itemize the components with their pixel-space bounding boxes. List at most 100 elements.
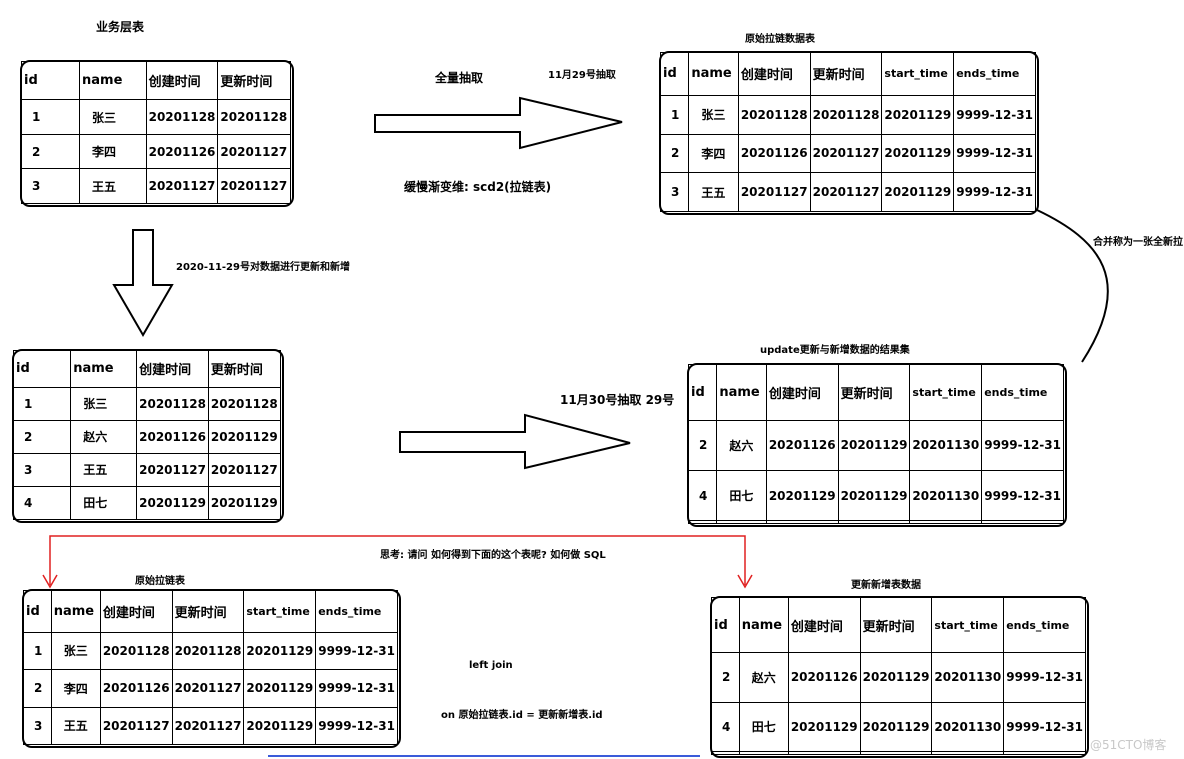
header-cell: 更新时间 [837,364,911,421]
table-cell: 20201126 [99,669,173,708]
table-cell: 20201129 [765,469,839,522]
table-cell [837,520,911,524]
table-cell [765,520,839,524]
header-cell: name [70,350,138,388]
table-cell: 20201130 [931,652,1005,703]
table-cell: 20201127 [171,706,245,746]
table-cell: 20201128 [809,94,883,135]
header-cell: 更新时间 [171,590,245,633]
table-cell: 20201127 [217,133,291,170]
title-business-table: 业务层表 [96,20,145,34]
table-cell: 王五 [688,172,739,212]
red-arrowhead-left [42,574,58,589]
note-update-1129: 2020-11-29号对数据进行更新和新增 [176,262,350,273]
header-cell: start_time [881,52,955,96]
header-cell: 更新时间 [207,350,282,388]
table-cell: 20201130 [931,701,1005,753]
table-cell [711,751,740,755]
table-cell: 20201129 [243,669,317,708]
table-cell: 张三 [50,631,101,671]
table-cell: 20201129 [207,485,282,521]
table-cell: 20201129 [837,419,911,471]
header-cell: id [20,60,81,101]
header-cell: id [687,364,718,421]
table-cell: 赵六 [738,652,789,703]
header-cell: 创建时间 [765,364,839,421]
title-original-zipper-2: 原始拉链表 [135,576,185,587]
table-cell: 9999-12-31 [953,94,1036,135]
table-cell: 20201127 [809,172,883,212]
note-join-on: on 原始拉链表.id = 更新新增表.id [441,710,603,721]
arrow-update-down [112,229,174,337]
arrow-extract-1130 [399,413,631,470]
table-cell [859,751,933,755]
header-cell: name [79,60,147,101]
header-cell: ends_time [981,364,1064,421]
table-cell [909,520,983,524]
table-cell: 2 [23,669,52,708]
table-cell: 20201126 [145,133,219,170]
table-cell: 4 [711,701,740,753]
table-cell: 20201126 [765,419,839,471]
table-cell: 1 [20,99,81,135]
table-cell: 田七 [70,485,138,521]
table-cell: 4 [12,485,72,521]
table-cell: 20201128 [99,631,173,671]
red-arrowhead-right [737,574,753,589]
table-cell: 赵六 [70,419,138,454]
header-cell: ends_time [953,52,1036,96]
table-cell: 20201129 [881,172,955,212]
table-cell: 张三 [688,94,739,135]
table-cell: 9999-12-31 [981,469,1064,522]
table-cell [1003,751,1086,755]
title-update-insert: 更新新增表数据 [851,580,921,591]
table-cell: 9999-12-31 [953,172,1036,212]
header-cell: 创建时间 [145,60,219,101]
table-cell: 20201127 [809,133,883,174]
header-cell: 更新时间 [859,596,933,654]
table-cell: 9999-12-31 [953,133,1036,174]
table-cell [931,751,1005,755]
table-cell: 20201129 [787,701,861,753]
title-original-zipper: 原始拉链数据表 [745,34,815,45]
header-cell: 创建时间 [737,52,811,96]
header-cell: start_time [931,596,1005,654]
table-cell: 2 [20,133,81,170]
table-cell: 20201128 [217,99,291,135]
table-cell: 9999-12-31 [315,631,398,671]
table-cell: 20201126 [136,419,209,454]
table-cell: 3 [23,706,52,746]
table-cell: 3 [12,452,72,487]
table-cell: 李四 [50,669,101,708]
table-cell: 20201128 [737,94,811,135]
table-cell: 20201127 [145,168,219,204]
table-cell: 20201126 [737,133,811,174]
table-cell: 20201127 [136,452,209,487]
header-cell: ends_time [1003,596,1086,654]
header-cell: name [688,52,739,96]
table-cell: 20201130 [909,469,983,522]
header-cell: 创建时间 [787,596,861,654]
table-cell: 20201129 [859,701,933,753]
header-cell: id [12,350,72,388]
header-cell: id [23,590,52,633]
header-cell: 更新时间 [217,60,291,101]
table-cell: 20201127 [737,172,811,212]
header-cell: id [659,52,690,96]
table-cell: 20201127 [217,168,291,204]
